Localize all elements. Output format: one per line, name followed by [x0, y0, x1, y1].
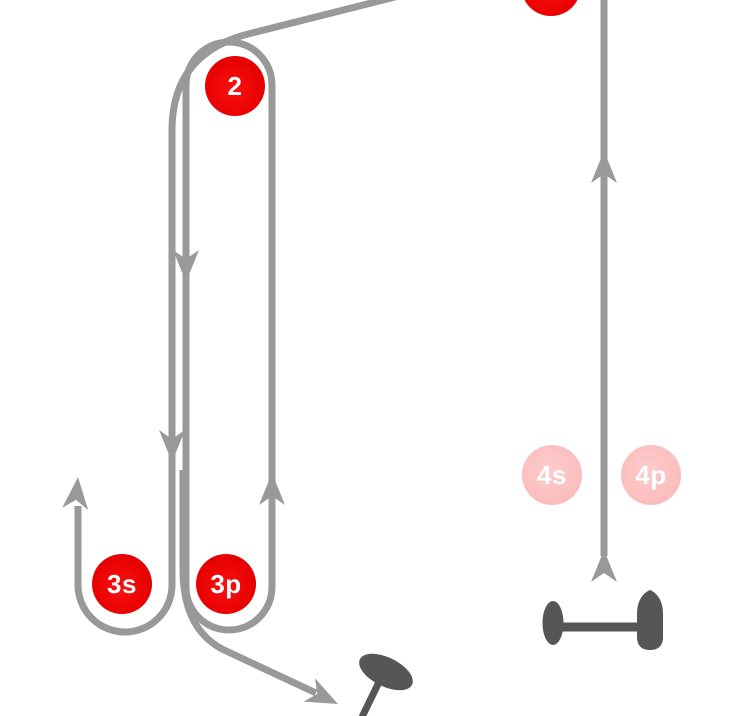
arrowhead-up-beat-mid: [591, 151, 617, 183]
mark-4p-label: 4p: [635, 459, 667, 490]
finish-boat: [358, 653, 413, 716]
mark-4s-label: 4s: [537, 459, 567, 490]
mark-3p-label: 3p: [210, 568, 242, 599]
mark-2-label: 2: [227, 70, 243, 101]
arrowhead-up-beat-start: [591, 550, 617, 582]
finish-boat-hull: [359, 653, 413, 691]
arrowhead-up-after-3p: [259, 473, 285, 505]
mark-3p: 3p: [196, 554, 256, 614]
mark-2: 2: [205, 56, 265, 116]
arrowhead-down-loop-left: [173, 250, 199, 282]
mark-4s: 4s: [522, 445, 582, 505]
arrowhead-down-outer-leg: [159, 430, 185, 462]
arrowhead-finish-leg: [303, 678, 338, 704]
path-loop-2-to-3p: [182, 38, 276, 634]
path-finish-leg: [179, 470, 318, 697]
finish-boat-mast: [358, 678, 384, 716]
committee-boat: [637, 590, 663, 650]
mark-4p: 4p: [621, 445, 681, 505]
start-pin-buoy: [542, 601, 564, 645]
mark-3s-label: 3s: [107, 568, 137, 599]
mark-3s: 3s: [92, 554, 152, 614]
arrowhead-up-after-3s: [62, 477, 89, 511]
